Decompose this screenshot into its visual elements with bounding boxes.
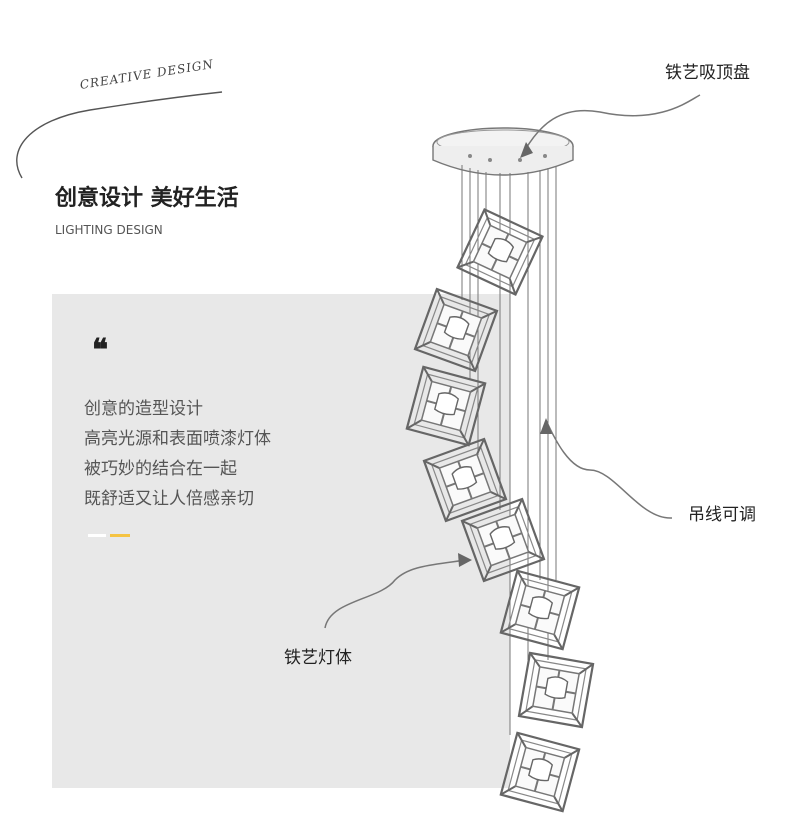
callout-ceiling-plate: 铁艺吸顶盘 [665, 63, 750, 83]
description-line: 被巧妙的结合在一起 [84, 459, 237, 479]
cube-lamp [499, 569, 581, 651]
arrow-head-icon [458, 142, 552, 567]
cube-lamp [517, 651, 595, 729]
cube-lamp [499, 731, 581, 813]
description-line: 创意的造型设计 [84, 399, 203, 419]
quote-mark-icon: ❝ [92, 333, 109, 368]
decorative-bar-white [88, 534, 106, 537]
cube-lamp [413, 287, 499, 373]
callout-arrows [324, 94, 701, 629]
callout-lamp-body: 铁艺灯体 [284, 648, 352, 668]
description-text: 创意的造型设计 高亮光源和表面喷漆灯体 被巧妙的结合在一起 既舒适又让人倍感亲切 [84, 394, 271, 514]
callout-wire: 吊线可调 [688, 505, 756, 525]
page-subtitle: LIGHTING DESIGN [55, 223, 163, 237]
description-line: 既舒适又让人倍感亲切 [84, 489, 254, 509]
decorative-bar-yellow [110, 534, 130, 537]
ceiling-plate [432, 127, 574, 176]
page-title: 创意设计 美好生活 [55, 186, 239, 211]
description-line: 高亮光源和表面喷漆灯体 [84, 429, 271, 449]
cube-lamp [405, 365, 487, 447]
